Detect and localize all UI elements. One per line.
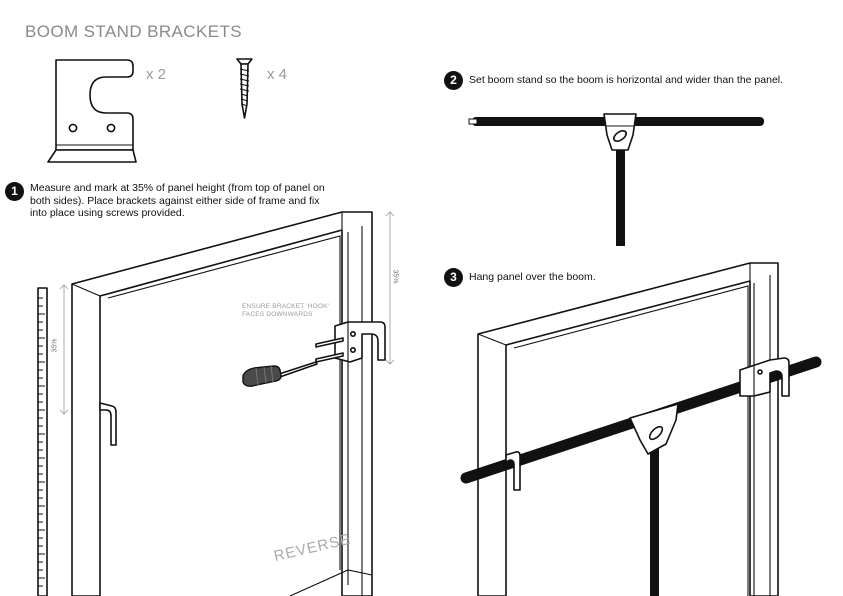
bracket-quantity: x 2: [146, 66, 167, 83]
left-percent-label: 35%: [51, 338, 59, 353]
bracket-part-icon: [47, 59, 137, 163]
bracket-orientation-note: ENSURE BRACKET 'HOOK' FACES DOWNWARDS: [242, 303, 330, 318]
screw-part-icon: [236, 58, 253, 119]
step-3-badge: 3: [444, 268, 463, 287]
step-1-text: Measure and mark at 35% of panel height …: [30, 182, 325, 219]
step-2-text: Set boom stand so the boom is horizontal…: [469, 74, 784, 86]
right-percent-label: 35%: [391, 269, 399, 284]
step-1-badge: 1: [5, 182, 24, 201]
screw-quantity: x 4: [267, 66, 288, 83]
panel-frame-step3: [460, 262, 822, 596]
page-title: BOOM STAND BRACKETS: [25, 22, 242, 41]
panel-frame-step1: [37, 211, 395, 596]
step-3-text: Hang panel over the boom.: [469, 271, 596, 283]
boom-stand-step2: [468, 113, 764, 246]
step-2-badge: 2: [444, 71, 463, 90]
